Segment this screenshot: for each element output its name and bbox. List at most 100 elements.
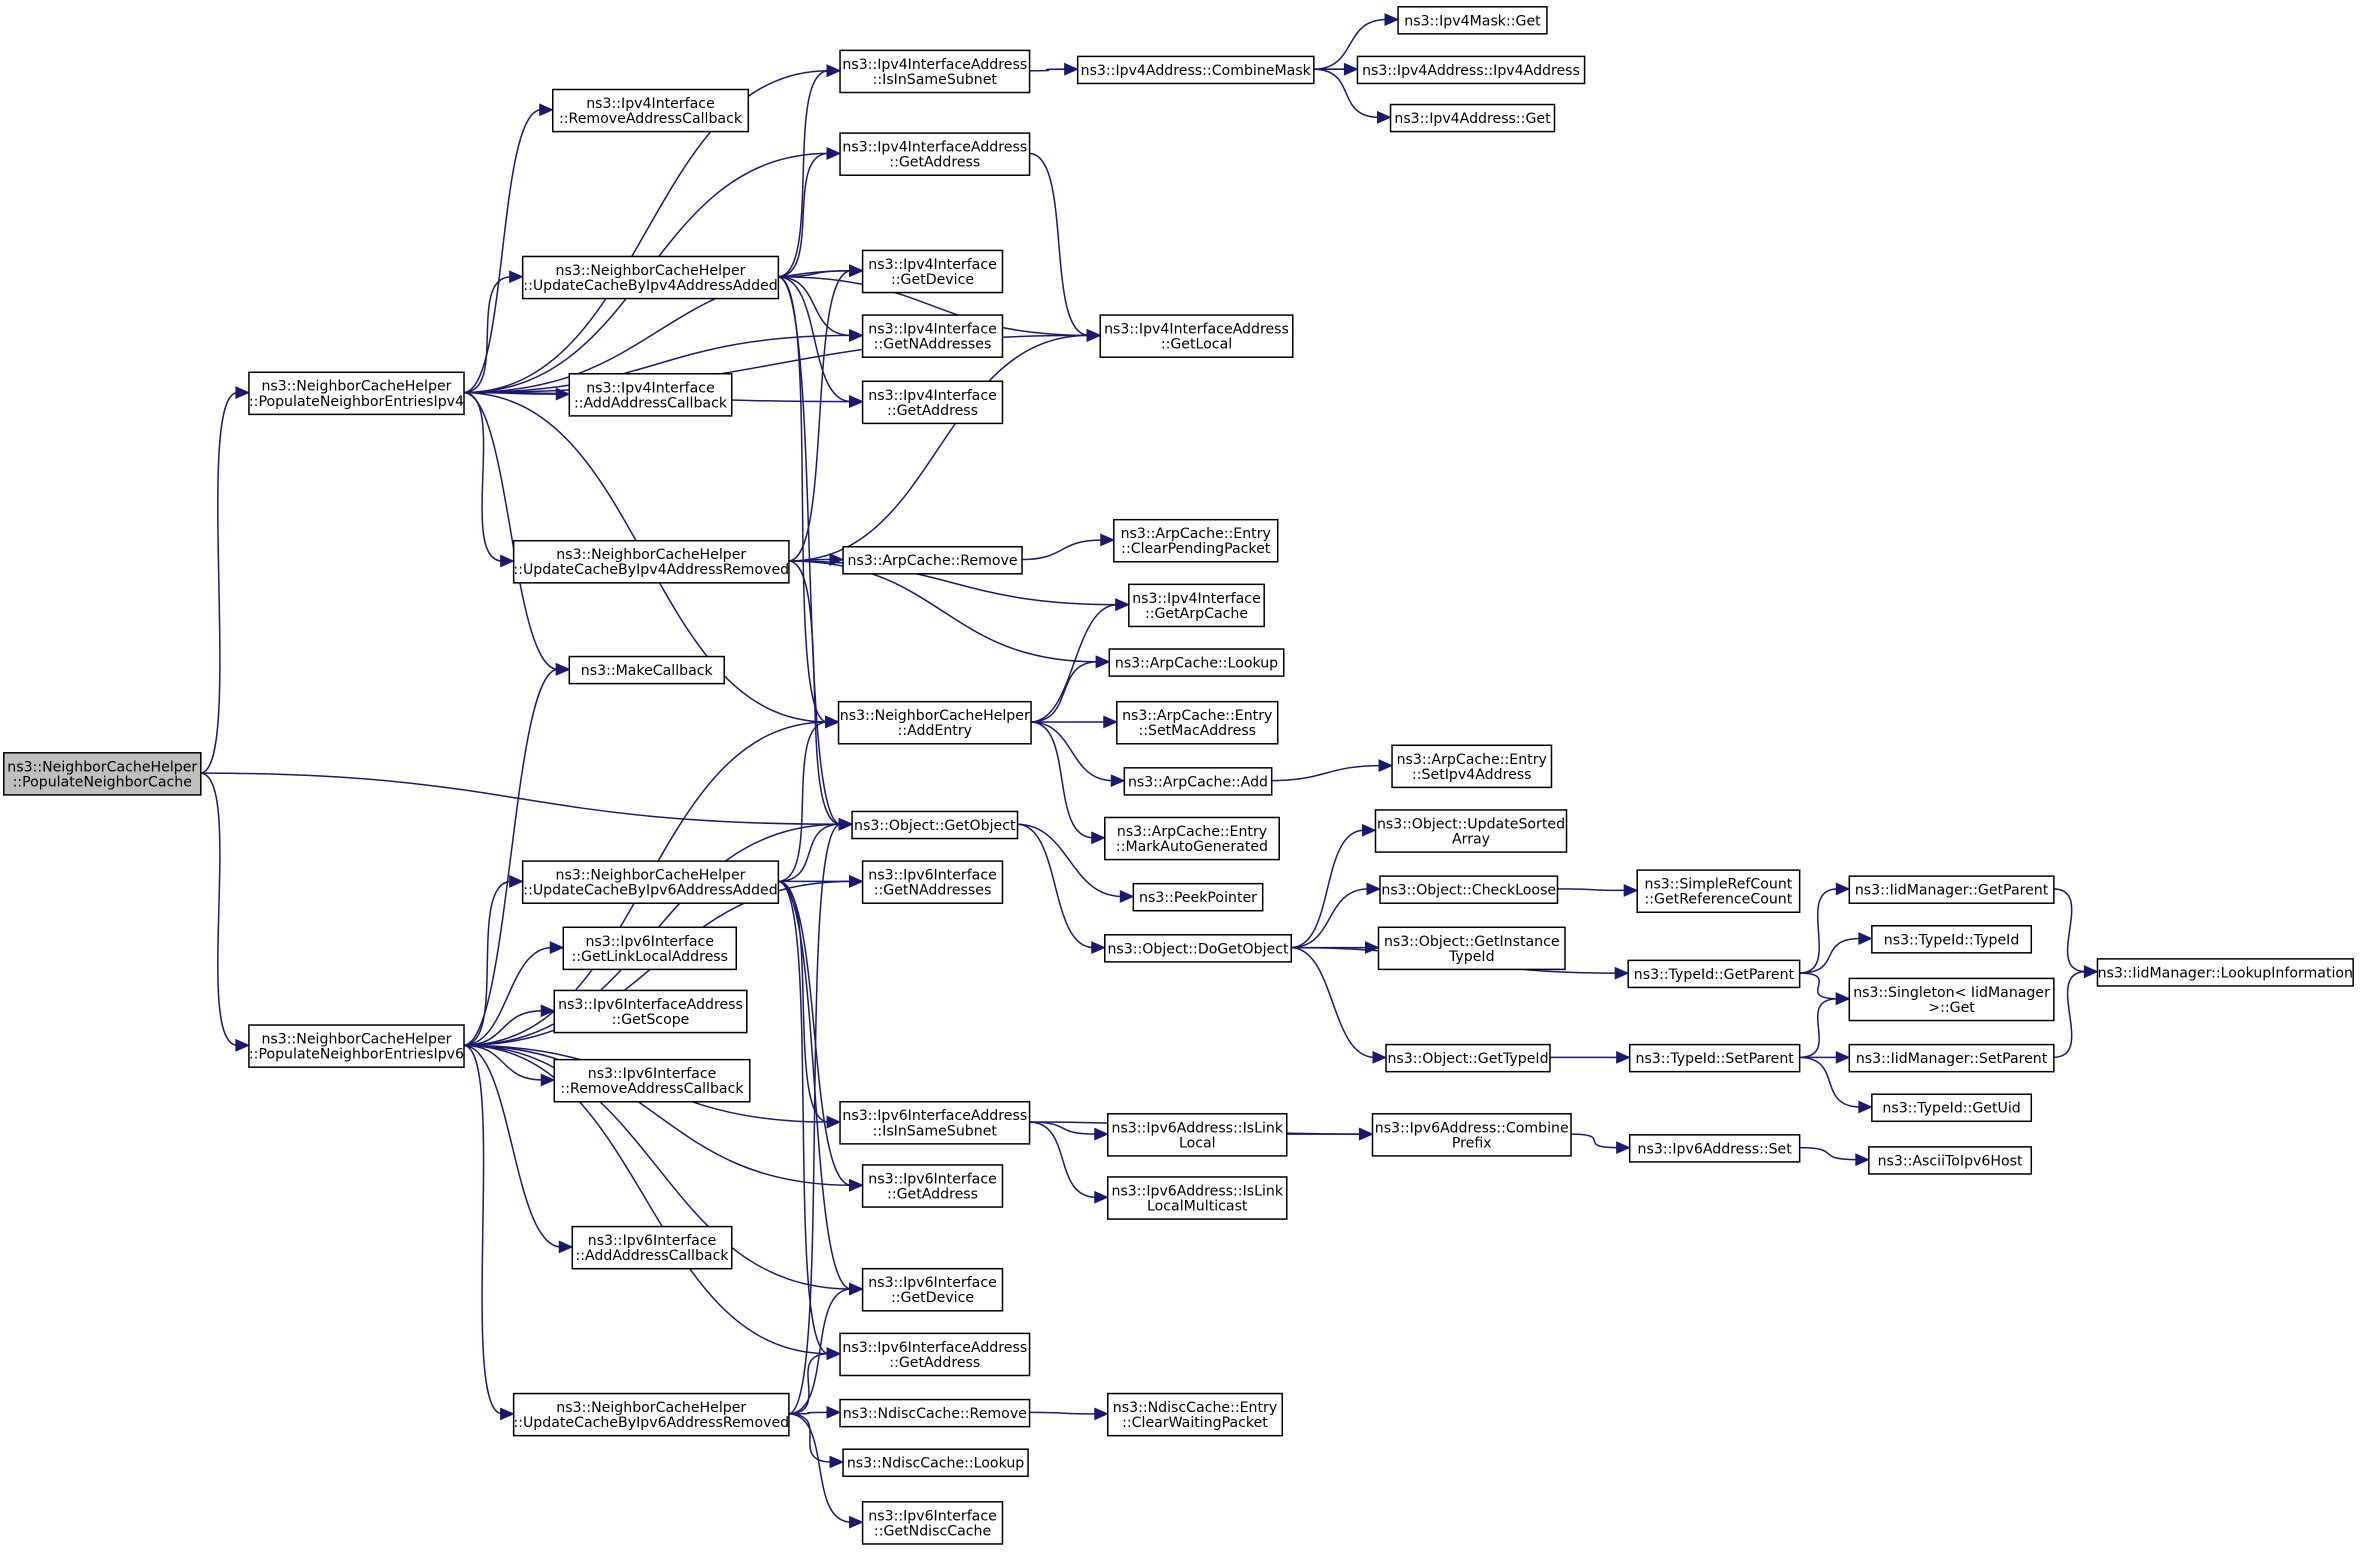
- node-singleton[interactable]: ns3::Singleton< IidManager>::Get: [1848, 977, 2055, 1022]
- node-arpadd[interactable]: ns3::ArpCache::Add: [1123, 767, 1273, 796]
- node-uc4rem[interactable]: ns3::NeighborCacheHelper::UpdateCacheByI…: [512, 539, 790, 584]
- edge-i6asubnet-to-i6islinkm: [1028, 1121, 1097, 1199]
- node-ndrem[interactable]: ns3::NdiscCache::Remove: [839, 1398, 1031, 1428]
- node-box: [1107, 1392, 1283, 1437]
- node-i6dev[interactable]: ns3::Ipv6Interface::GetDevice: [861, 1267, 1004, 1312]
- node-a6set[interactable]: ns3::Ipv6Address::Set: [1628, 1134, 1801, 1163]
- node-arpsetmac[interactable]: ns3::ArpCache::Entry::SetMacAddress: [1116, 700, 1279, 745]
- arrowhead-icon: [1835, 992, 1851, 1006]
- node-box: [1113, 518, 1279, 563]
- edge-uc4rem-to-i4alocal: [788, 334, 1089, 562]
- node-i6remcb[interactable]: ns3::Ipv6Interface::RemoveAddressCallbac…: [553, 1058, 751, 1103]
- node-box: [521, 255, 780, 300]
- node-iidlookup[interactable]: ns3::IidManager::LookupInformation: [2096, 958, 2354, 987]
- node-i6naddr[interactable]: ns3::Ipv6Interface::GetNAddresses: [861, 860, 1004, 904]
- node-checkloose[interactable]: ns3::Object::CheckLoose: [1379, 875, 1559, 904]
- node-i4asubnet[interactable]: ns3::Ipv4InterfaceAddress::IsInSameSubne…: [839, 49, 1031, 94]
- node-i6aaddr[interactable]: ns3::Ipv6InterfaceAddress::GetAddress: [839, 1332, 1031, 1377]
- node-label-line: ns3::Ipv4Interface: [868, 257, 997, 273]
- node-i4remcb[interactable]: ns3::Ipv4Interface::RemoveAddressCallbac…: [552, 88, 750, 133]
- node-uc6rem[interactable]: ns3::NeighborCacheHelper::UpdateCacheByI…: [512, 1392, 790, 1437]
- node-ndclear[interactable]: ns3::NdiscCache::Entry::ClearWaitingPack…: [1107, 1392, 1283, 1437]
- node-label-line: ns3::Object::DoGetObject: [1107, 941, 1288, 957]
- node-i4arpc[interactable]: ns3::Ipv4Interface::GetArpCache: [1128, 583, 1265, 628]
- node-tgetuid[interactable]: ns3::TypeId::GetUid: [1871, 1093, 2033, 1123]
- node-peek[interactable]: ns3::PeekPointer: [1132, 882, 1264, 912]
- node-arpsetip[interactable]: ns3::ArpCache::Entry::SetIpv4Address: [1391, 744, 1553, 789]
- node-gettypeid[interactable]: ns3::Object::GetTypeId: [1385, 1043, 1551, 1073]
- node-label-line: ns3::Ipv4Interface: [868, 388, 997, 404]
- node-i6ndisc[interactable]: ns3::Ipv6Interface::GetNdiscCache: [861, 1501, 1004, 1545]
- node-i6asubnet[interactable]: ns3::Ipv6InterfaceAddress::IsInSameSubne…: [839, 1101, 1031, 1145]
- node-uc6add[interactable]: ns3::NeighborCacheHelper::UpdateCacheByI…: [521, 860, 780, 904]
- node-i4aaddr[interactable]: ns3::Ipv4InterfaceAddress::GetAddress: [839, 132, 1031, 176]
- edge-tgetparent-to-singleton: [1798, 972, 1839, 1000]
- arrowhead-icon: [549, 941, 565, 954]
- node-label-line: ns3::Ipv6Interface: [868, 868, 997, 884]
- node-i6addcb[interactable]: ns3::Ipv6Interface::AddAddressCallback: [571, 1225, 733, 1270]
- node-i4naddr[interactable]: ns3::Ipv4Interface::GetNAddresses: [861, 314, 1004, 358]
- arrowhead-icon: [235, 1038, 251, 1052]
- node-label-line: ::IsInSameSubnet: [873, 72, 998, 88]
- node-ascii6[interactable]: ns3::AsciiToIpv6Host: [1868, 1146, 2033, 1175]
- node-makecb[interactable]: ns3::MakeCallback: [568, 655, 725, 685]
- arrowhead-icon: [1100, 533, 1115, 547]
- node-i6ascope[interactable]: ns3::Ipv6InterfaceAddress::GetScope: [553, 989, 748, 1034]
- node-ttypeid[interactable]: ns3::TypeId::TypeId: [1871, 925, 2033, 954]
- node-tgetparent[interactable]: ns3::TypeId::GetParent: [1627, 959, 1801, 989]
- node-i4alocal[interactable]: ns3::Ipv4InterfaceAddress::GetLocal: [1099, 314, 1294, 358]
- edge-iidgetparent-to-iidlookup: [2053, 888, 2087, 973]
- node-label-line: ns3::NeighborCacheHelper: [7, 759, 197, 775]
- arrowhead-icon: [1343, 62, 1359, 76]
- node-root[interactable]: ns3::NeighborCacheHelper::PopulateNeighb…: [3, 752, 202, 796]
- node-i4addr[interactable]: ns3::Ipv4Interface::GetAddress: [861, 380, 1004, 425]
- node-box: [1104, 816, 1280, 861]
- node-arprem[interactable]: ns3::ArpCache::Remove: [842, 545, 1023, 575]
- node-ndlookup[interactable]: ns3::NdiscCache::Lookup: [842, 1448, 1029, 1478]
- arrowhead-icon: [826, 147, 842, 160]
- edge-a6set-to-ascii6: [1798, 1146, 1858, 1161]
- node-arplookup[interactable]: ns3::ArpCache::Lookup: [1108, 648, 1285, 677]
- node-i6addr[interactable]: ns3::Ipv6Interface::GetAddress: [861, 1164, 1004, 1208]
- node-iidsetparent[interactable]: ns3::IidManager::SetParent: [1848, 1043, 2055, 1073]
- node-label-line: ::GetNAddresses: [874, 883, 992, 899]
- node-a4ctor[interactable]: ns3::Ipv4Address::Ipv4Address: [1356, 55, 1586, 85]
- node-i4dev[interactable]: ns3::Ipv4Interface::GetDevice: [861, 249, 1004, 294]
- arrowhead-icon: [849, 395, 864, 409]
- arrowhead-icon: [1377, 110, 1392, 124]
- node-box: [1371, 1113, 1572, 1157]
- node-m4get[interactable]: ns3::Ipv4Mask::Get: [1397, 6, 1548, 35]
- edge-uc6rem-to-ndrem: [788, 1411, 829, 1415]
- node-pn4[interactable]: ns3::NeighborCacheHelper::PopulateNeighb…: [248, 371, 465, 416]
- edge-uc6add-to-i6addr: [777, 880, 852, 1186]
- node-combmask[interactable]: ns3::Ipv4Address::CombineMask: [1076, 55, 1315, 85]
- node-refcount[interactable]: ns3::SimpleRefCount::GetReferenceCount: [1636, 869, 1801, 913]
- node-label-line: Local: [1179, 1135, 1216, 1151]
- node-arpclear[interactable]: ns3::ArpCache::Entry::ClearPendingPacket: [1113, 518, 1279, 563]
- node-uc4add[interactable]: ns3::NeighborCacheHelper::UpdateCacheByI…: [521, 255, 780, 300]
- node-label-line: ns3::Ipv6Interface: [868, 1508, 997, 1524]
- node-addentry[interactable]: ns3::NeighborCacheHelper::AddEntry: [837, 700, 1032, 745]
- node-i4addcb[interactable]: ns3::Ipv4Interface::AddAddressCallback: [568, 373, 733, 417]
- node-dogetobj[interactable]: ns3::Object::DoGetObject: [1104, 934, 1293, 963]
- node-i6linklocal[interactable]: ns3::Ipv6Interface::GetLinkLocalAddress: [562, 926, 738, 971]
- node-a4get[interactable]: ns3::Ipv4Address::Get: [1389, 103, 1556, 133]
- node-getobj[interactable]: ns3::Object::GetObject: [851, 810, 1019, 840]
- node-pn6[interactable]: ns3::NeighborCacheHelper::PopulateNeighb…: [248, 1024, 465, 1068]
- edge-uc6rem-to-i6aaddr: [788, 1352, 829, 1415]
- node-tsetparent[interactable]: ns3::TypeId::SetParent: [1628, 1043, 1801, 1073]
- node-arpmark[interactable]: ns3::ArpCache::Entry::MarkAutoGenerated: [1104, 816, 1280, 861]
- node-box: [1848, 875, 2055, 904]
- node-iidgetparent[interactable]: ns3::IidManager::GetParent: [1848, 875, 2055, 904]
- node-box: [861, 380, 1004, 425]
- arrowhead-icon: [558, 1240, 574, 1254]
- node-box: [248, 371, 465, 416]
- node-label-line: ns3::Ipv6Interface: [588, 1066, 717, 1082]
- node-label-line: ::GetDevice: [891, 272, 974, 288]
